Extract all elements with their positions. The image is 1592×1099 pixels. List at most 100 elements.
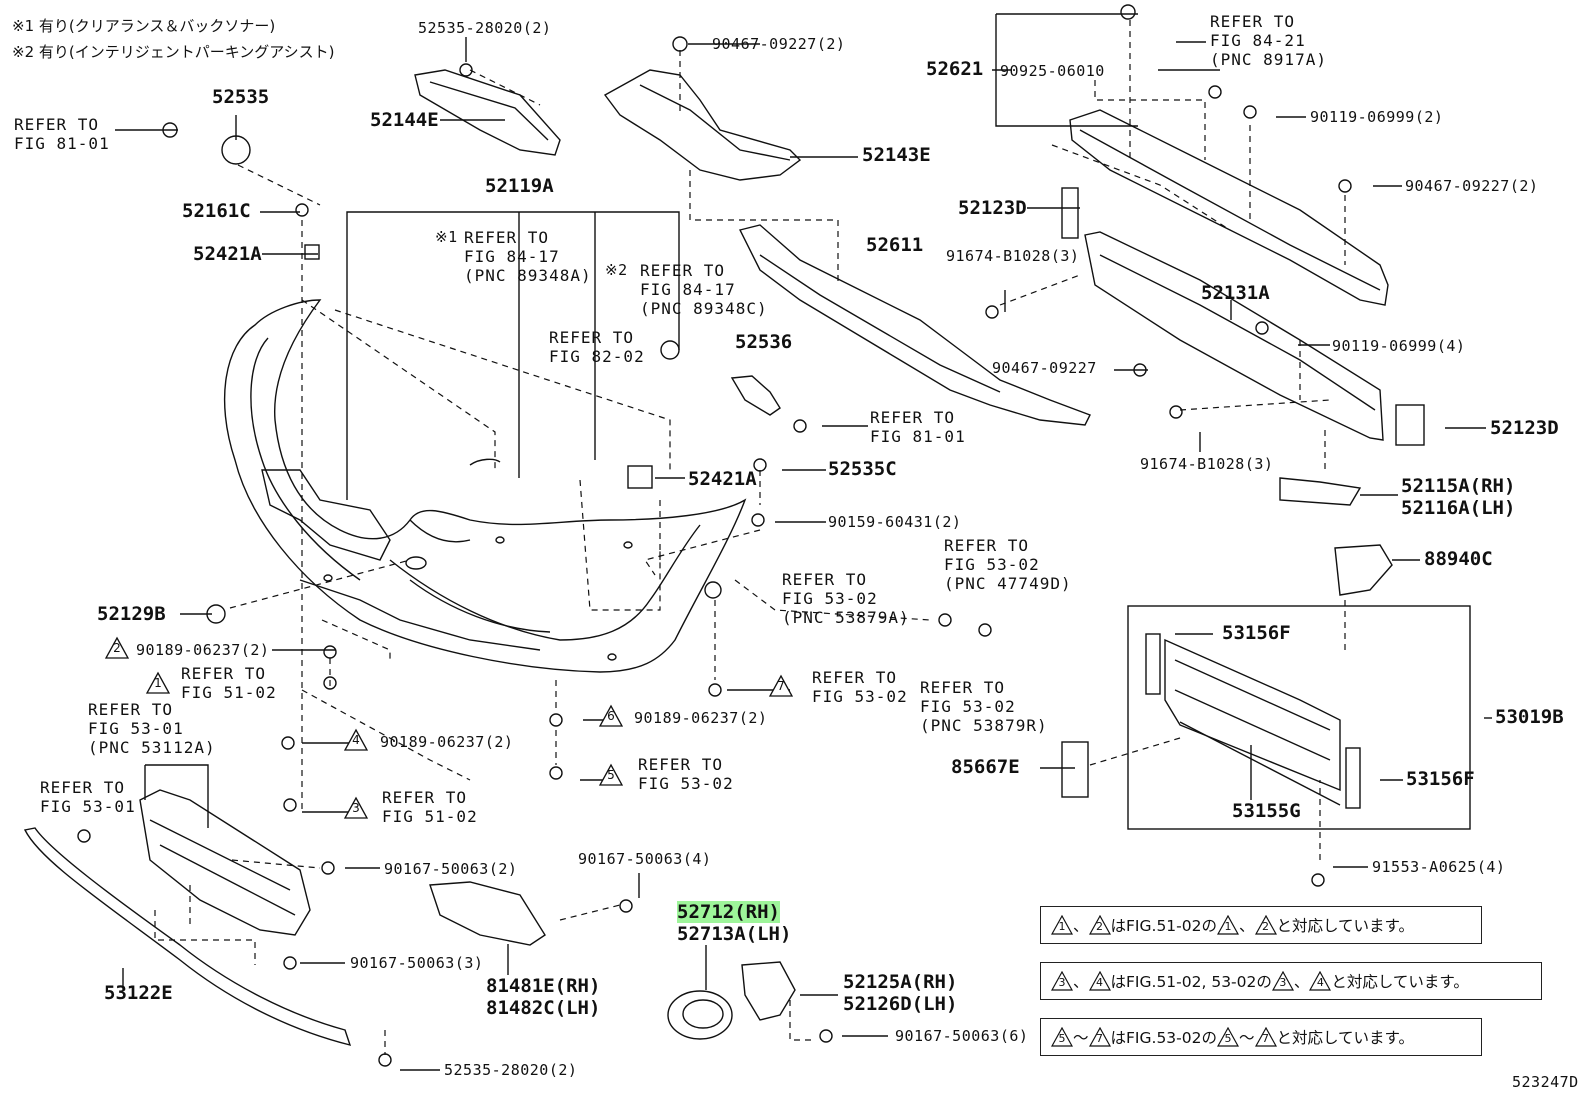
sep: ～ (1238, 1029, 1255, 1047)
label-91674-B1028-bot[interactable]: 91674-B1028(3) (1140, 455, 1274, 473)
label-52143E[interactable]: 52143E (862, 144, 931, 166)
note-text: はFIG.51-02の (1110, 917, 1217, 935)
label-52621[interactable]: 52621 (926, 58, 984, 80)
label-85667E[interactable]: 85667E (951, 756, 1020, 778)
ref-mark-2: ※2 (605, 261, 628, 279)
label-52421A-left[interactable]: 52421A (193, 243, 262, 265)
label-90167-50063-2[interactable]: 90167-50063(2) (384, 860, 518, 878)
label-52144E[interactable]: 52144E (370, 109, 439, 131)
label-53155G[interactable]: 53155G (1232, 800, 1301, 822)
sep: 、 (1293, 973, 1310, 991)
label-52535C[interactable]: 52535C (828, 458, 897, 480)
note-text: と対応しています。 (1276, 1029, 1415, 1047)
label-90119-06999-2[interactable]: 90119-06999(2) (1310, 108, 1444, 126)
label-53156F-top[interactable]: 53156F (1222, 622, 1291, 644)
label-52536[interactable]: 52536 (735, 331, 793, 353)
marker-2: 2 (113, 641, 121, 655)
label-90119-06999-4[interactable]: 90119-06999(4) (1332, 337, 1466, 355)
note-2: ※2 有り(インテリジェントパーキングアシスト) (12, 43, 335, 61)
label-52116A-lh[interactable]: 52116A(LH) (1401, 497, 1516, 519)
ref-fig-82-02[interactable]: REFER TO FIG 82-02 (549, 328, 645, 366)
note-text: はFIG.51-02, 53-02の (1110, 973, 1272, 991)
sep: 、 (1238, 917, 1255, 935)
triangle-marker-icon: 4 (1309, 971, 1332, 991)
label-53156F-bot[interactable]: 53156F (1406, 768, 1475, 790)
ref-fig-81-01-mid[interactable]: REFER TO FIG 81-01 (870, 408, 966, 446)
marker-5: 5 (607, 768, 615, 782)
label-52611[interactable]: 52611 (866, 234, 924, 256)
ref-fig-53-02-47749D[interactable]: REFER TO FIG 53-02 (PNC 47749D) (944, 536, 1072, 593)
triangle-marker-icon: 3 (1271, 971, 1294, 991)
label-90467-09227-right[interactable]: 90467-09227(2) (1405, 177, 1539, 195)
label-52123D-top[interactable]: 52123D (958, 197, 1027, 219)
label-90159-60431[interactable]: 90159-60431(2) (828, 513, 962, 531)
ref-fig-51-02-marker3[interactable]: REFER TO FIG 51-02 (382, 788, 478, 826)
label-52161C[interactable]: 52161C (182, 200, 251, 222)
label-53122E[interactable]: 53122E (104, 982, 173, 1004)
triangle-marker-icon: 2 (1254, 915, 1277, 935)
ref-fig-51-02-marker1[interactable]: REFER TO FIG 51-02 (181, 664, 277, 702)
label-52123D-right[interactable]: 52123D (1490, 417, 1559, 439)
triangle-marker-icon: 5 (1051, 1027, 1073, 1047)
label-90167-50063-6[interactable]: 90167-50063(6) (895, 1027, 1029, 1045)
note-text: と対応しています。 (1276, 917, 1415, 935)
ref-fig-81-01-left[interactable]: REFER TO FIG 81-01 (14, 115, 110, 153)
triangle-marker-icon: 1 (1051, 915, 1073, 935)
triangle-marker-icon: 5 (1216, 1027, 1239, 1047)
label-52713A-lh[interactable]: 52713A(LH) (677, 923, 792, 945)
note-row-3: 5 ～ 7 はFIG.53-02の 5 ～ 7 と対応しています。 (1040, 1018, 1482, 1056)
label-52421A-mid[interactable]: 52421A (688, 468, 757, 490)
label-52129B[interactable]: 52129B (97, 603, 166, 625)
label-90167-50063-4[interactable]: 90167-50063(4) (578, 850, 712, 868)
label-52131A[interactable]: 52131A (1201, 282, 1270, 304)
marker-7: 7 (777, 679, 785, 693)
label-90467-09227-mid[interactable]: 90467-09227 (992, 359, 1097, 377)
ref-mark-1: ※1 (435, 228, 458, 246)
label-88940C[interactable]: 88940C (1424, 548, 1493, 570)
ref-fig-53-01[interactable]: REFER TO FIG 53-01 (40, 778, 136, 816)
label-52119A[interactable]: 52119A (485, 175, 554, 197)
marker-3: 3 (352, 801, 360, 815)
ref-fig-53-02-53879A[interactable]: REFER TO FIG 53-02 (PNC 53879A) (782, 570, 910, 627)
label-81481E-rh[interactable]: 81481E(RH) (486, 975, 601, 997)
note-row-2: 3 、 4 はFIG.51-02, 53-02の 3 、 4 と対応しています。 (1040, 962, 1542, 1000)
label-52115A-rh[interactable]: 52115A(RH) (1401, 475, 1516, 497)
label-90189-06237-marker6[interactable]: 90189-06237(2) (634, 709, 768, 727)
label-52125A-rh[interactable]: 52125A(RH) (843, 971, 958, 993)
label-91674-B1028-top[interactable]: 91674-B1028(3) (946, 247, 1080, 265)
triangle-marker-icon: 4 (1088, 971, 1111, 991)
label-52535-28020-bot[interactable]: 52535-28020(2) (444, 1061, 578, 1079)
ref-fig-84-17-a[interactable]: REFER TO FIG 84-17 (PNC 89348A) (464, 228, 592, 285)
note-text: はFIG.53-02の (1110, 1029, 1217, 1047)
ref-fig-53-02-53879R[interactable]: REFER TO FIG 53-02 (PNC 53879R) (920, 678, 1048, 735)
label-52535-28020-top[interactable]: 52535-28020(2) (418, 19, 552, 37)
label-52126D-lh[interactable]: 52126D(LH) (843, 993, 958, 1015)
label-90189-06237-marker4[interactable]: 90189-06237(2) (380, 733, 514, 751)
label-81482C-lh[interactable]: 81482C(LH) (486, 997, 601, 1019)
diagram-id: 523247D (1512, 1073, 1579, 1091)
note-row-1: 1 、 2 はFIG.51-02の 1 、 2 と対応しています。 (1040, 906, 1482, 944)
label-52535[interactable]: 52535 (212, 86, 270, 108)
label-90925-06010[interactable]: 90925-06010 (1000, 62, 1105, 80)
ref-fig-84-21[interactable]: REFER TO FIG 84-21 (PNC 8917A) (1210, 12, 1327, 69)
ref-fig-53-02-marker7[interactable]: REFER TO FIG 53-02 (812, 668, 908, 706)
ref-fig-84-17-c[interactable]: REFER TO FIG 84-17 (PNC 89348C) (640, 261, 768, 318)
label-91553-A0625[interactable]: 91553-A0625(4) (1372, 858, 1506, 876)
label-90167-50063-3[interactable]: 90167-50063(3) (350, 954, 484, 972)
ref-fig-53-02-marker5[interactable]: REFER TO FIG 53-02 (638, 755, 734, 793)
label-53019B[interactable]: 53019B (1495, 706, 1564, 728)
label-90467-09227-top[interactable]: 90467-09227(2) (712, 35, 846, 53)
triangle-marker-icon: 3 (1051, 971, 1073, 991)
triangle-marker-icon: 7 (1254, 1027, 1277, 1047)
sep: ～ (1073, 1029, 1089, 1047)
triangle-marker-icon: 1 (1216, 915, 1239, 935)
triangle-marker-icon: 2 (1088, 915, 1111, 935)
highlight: 52712(RH) (677, 901, 780, 923)
ref-fig-53-01-53112A[interactable]: REFER TO FIG 53-01 (PNC 53112A) (88, 700, 216, 757)
note-text: と対応しています。 (1331, 973, 1469, 991)
label-52712-rh[interactable]: 52712(RH) (677, 901, 780, 923)
label-90189-06237-marker2[interactable]: 90189-06237(2) (136, 641, 270, 659)
marker-6: 6 (607, 709, 615, 723)
